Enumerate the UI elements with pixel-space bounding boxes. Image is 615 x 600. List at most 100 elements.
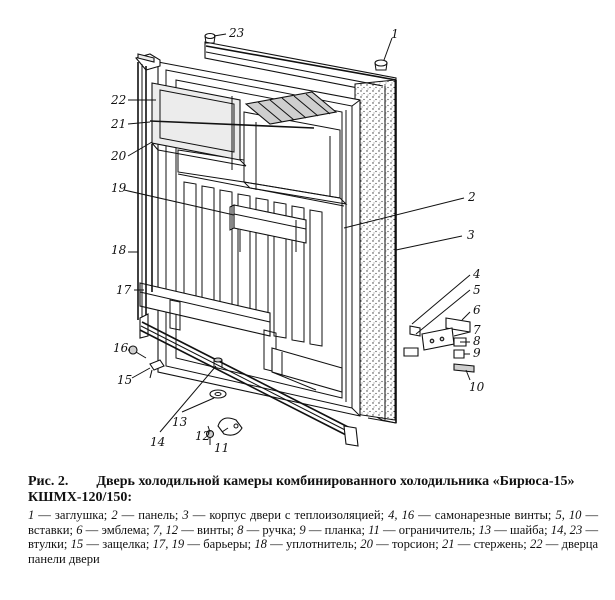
figure-title: Дверь холодильной камеры комбинированног…	[28, 474, 575, 505]
panel-rod	[149, 96, 315, 170]
legend-item-text: планка	[324, 522, 362, 537]
barrier-upper	[229, 204, 307, 252]
caption-header: Рис. 2.Дверь холодильной камеры комбинир…	[28, 474, 598, 506]
door-exploded-view-drawing: 1 2 3 4 5 6 7 8 9 10 11 12 13 14 15 16 1…	[110, 26, 485, 455]
callout-18: 18	[111, 243, 127, 257]
legend-item-number: 5, 10	[555, 508, 582, 522]
callout-14: 14	[150, 435, 165, 449]
legend-item-number: 9	[299, 522, 306, 537]
legend-item-number: 4, 16	[388, 508, 415, 522]
callout-22: 22	[110, 93, 126, 107]
legend-item: 18 — уплотнитель	[254, 537, 354, 551]
legend-item-text: эмблема	[101, 522, 147, 537]
figure-caption: Рис. 2.Дверь холодильной камеры комбинир…	[28, 474, 598, 566]
legend-item-number: 18	[254, 537, 267, 551]
callout-17: 17	[116, 283, 132, 297]
callout-23: 23	[228, 26, 245, 40]
shelf-grille	[244, 91, 338, 125]
legend-item: 17, 19 — барьеры	[152, 537, 248, 551]
callout-3: 3	[467, 228, 475, 242]
legend-item-text: защелка	[102, 537, 146, 551]
legend-item-number: 13	[478, 522, 492, 537]
legend-item: 13 — шайба	[478, 522, 545, 537]
legend-item-text: ручка	[262, 522, 293, 537]
legend-item: 1 — заглушка	[28, 508, 104, 522]
callout-4: 4	[472, 267, 481, 281]
callout-8: 8	[473, 334, 481, 348]
latch	[149, 359, 165, 379]
callout-5: 5	[473, 283, 481, 297]
legend-item-text: шайба	[510, 522, 545, 537]
bushing-14	[213, 357, 223, 368]
callout-11: 11	[214, 441, 229, 455]
callout-12: 12	[195, 429, 210, 443]
callout-10: 10	[469, 380, 485, 394]
legend-item-text: вставки	[28, 522, 70, 537]
callout-15: 15	[117, 373, 132, 387]
bottom-tray	[271, 347, 343, 393]
figure-legend: 1 — заглушка; 2 — панель; 3 — корпус две…	[28, 508, 599, 566]
legend-item-text: самонарезные винты	[434, 508, 548, 522]
legend-item-number: 6	[76, 522, 83, 537]
legend-item-text: барьеры	[203, 537, 248, 551]
legend-item-number: 2	[111, 508, 118, 522]
legend-item: 9 — планка	[299, 522, 362, 537]
legend-item: 14, 23 — втулки	[28, 522, 599, 552]
legend-item: 21 — стержень	[441, 537, 524, 551]
legend-item-text: панель	[138, 508, 175, 522]
panel-door	[151, 82, 247, 167]
legend-item-number: 7, 12	[152, 522, 179, 537]
callout-21: 21	[110, 117, 126, 131]
legend-item: 6 — эмблема	[76, 522, 147, 537]
legend-item-text: ограничитель	[398, 522, 472, 537]
door-body-with-insulation	[204, 41, 397, 424]
legend-item: 22 — дверца панели двери	[28, 537, 599, 566]
handle-assembly	[403, 317, 475, 373]
legend-item: 4, 16 — самонарезные винты	[388, 508, 548, 522]
limiter	[217, 417, 243, 436]
callout-20: 20	[110, 149, 127, 163]
callout-labels: 1 2 3 4 5 6 7 8 9 10 11 12 13 14 15 16 1…	[110, 26, 485, 455]
screw-16	[128, 345, 147, 359]
legend-item-number: 17, 19	[152, 537, 185, 551]
legend-item: 11 — ограничитель	[368, 522, 472, 537]
legend-item: 15 — защелка	[70, 537, 146, 551]
callout-13: 13	[172, 415, 188, 429]
legend-item: 8 — ручка	[237, 522, 293, 537]
washer	[209, 389, 227, 399]
legend-item-number: 22	[529, 537, 543, 551]
bushing-top	[204, 32, 216, 44]
legend-item: 7, 12 — винты	[152, 522, 231, 537]
barrier-lower	[139, 282, 277, 373]
plug	[374, 59, 388, 71]
legend-item-number: 8	[237, 522, 244, 537]
legend-item-text: винты	[197, 522, 231, 537]
legend-item-number: 21	[441, 537, 455, 551]
callout-19: 19	[111, 181, 127, 195]
callout-7: 7	[473, 323, 481, 337]
callout-16: 16	[113, 341, 129, 355]
callout-6: 6	[473, 303, 481, 317]
callout-9: 9	[473, 346, 481, 360]
legend-item-text: корпус двери с теплоизоляцией	[209, 508, 381, 522]
legend-item-number: 1	[28, 508, 35, 522]
panel-compartment	[177, 111, 348, 205]
legend-item: 2 — панель	[111, 508, 175, 522]
legend-item-number: 15	[70, 537, 84, 551]
legend-item: 5, 10 — вставки	[28, 508, 599, 537]
legend-item-text: уплотнитель	[286, 537, 354, 551]
legend-item-number: 3	[182, 508, 189, 522]
legend-item-text: заглушка	[54, 508, 104, 522]
legend-item-number: 11	[368, 522, 380, 537]
legend-item: 20 — торсион	[360, 537, 436, 551]
legend-item: 3 — корпус двери с теплоизоляцией	[182, 508, 381, 522]
callout-1: 1	[391, 27, 399, 41]
legend-item-text: дверца панели двери	[28, 537, 599, 566]
figure-number: Рис. 2.	[28, 474, 69, 489]
leader-lines	[123, 33, 471, 433]
callout-2: 2	[467, 190, 476, 204]
legend-item-number: 14, 23	[550, 522, 583, 537]
legend-item-text: торсион	[391, 537, 436, 551]
legend-item-text: втулки	[28, 537, 64, 551]
legend-item-number: 20	[360, 537, 373, 551]
